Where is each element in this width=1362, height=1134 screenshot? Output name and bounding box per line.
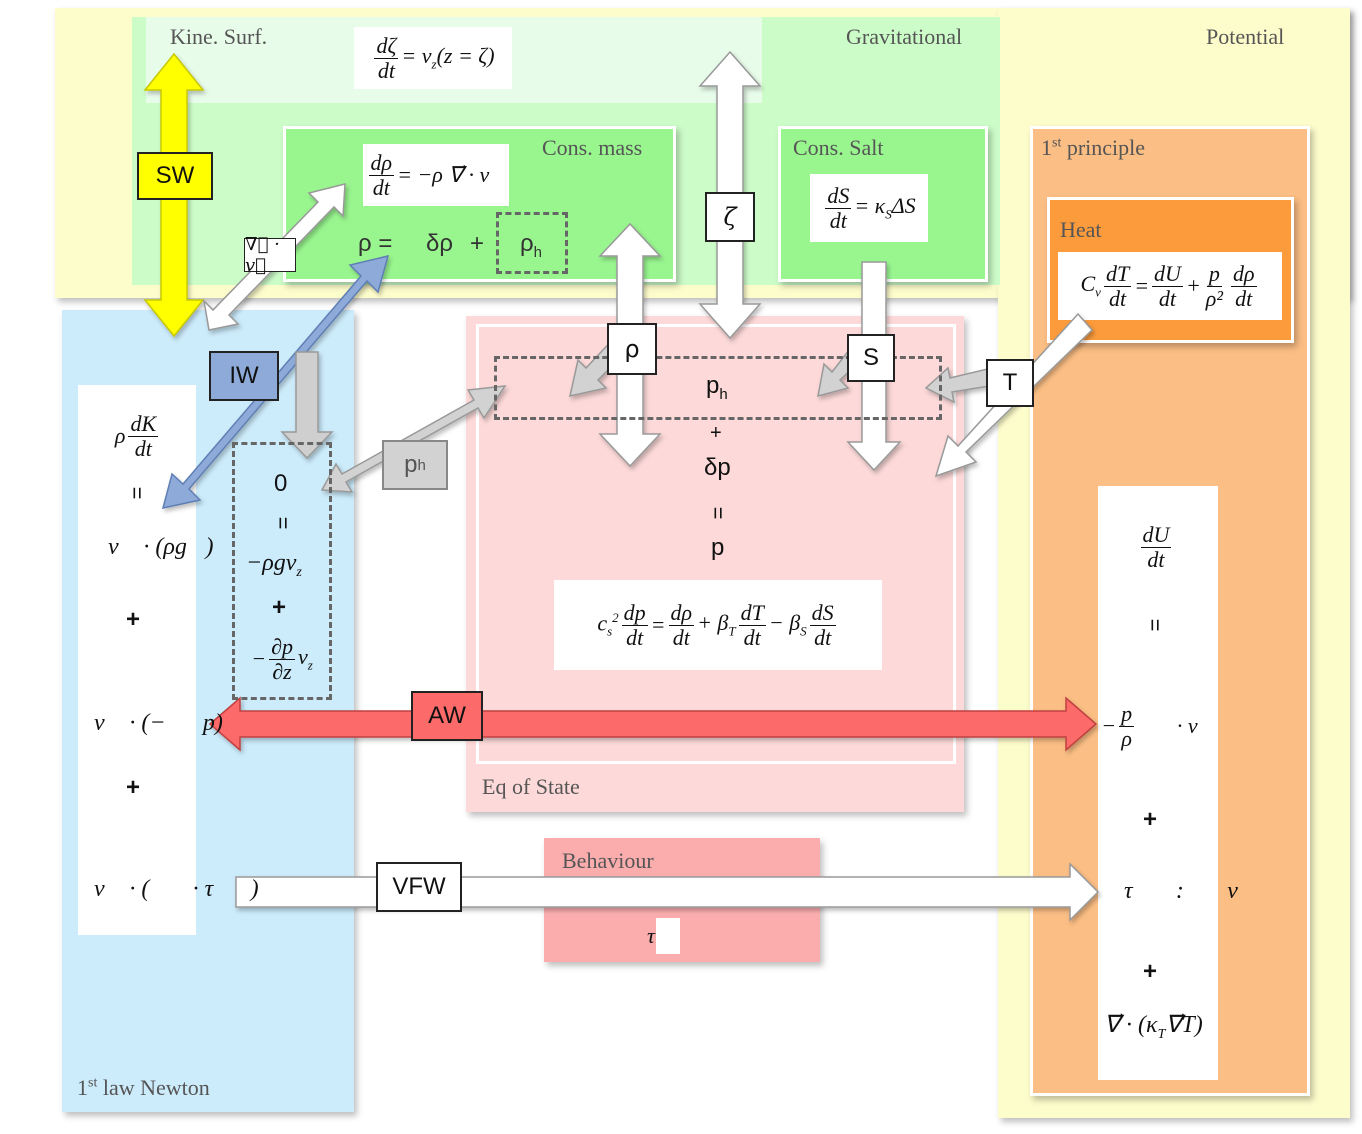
aw-arrow <box>208 696 1098 752</box>
delta-rho: δρ <box>426 230 454 257</box>
aw-tag: AW <box>411 691 483 741</box>
newton-plus-1: + <box>126 606 141 633</box>
state-inner-frame <box>476 324 956 764</box>
heat-label: Heat <box>1060 217 1102 242</box>
newton-equation-column <box>78 385 196 935</box>
s-tag: S <box>847 334 895 382</box>
iw-to-zero-arrow <box>280 351 334 460</box>
rho-g-vz: −ρgvz <box>246 550 302 580</box>
newton-label: 1st law Newton <box>77 1075 210 1100</box>
energy-plus-1: + <box>1143 806 1158 833</box>
zero-equals: = <box>270 516 296 530</box>
iw-tag: IW <box>209 351 279 401</box>
energy-equals: = <box>1142 618 1168 632</box>
state-p: p <box>711 534 725 561</box>
zero-column-dashed-box <box>232 442 332 700</box>
energy-equation-column <box>1098 486 1218 1080</box>
vfw-arrow <box>235 862 1100 922</box>
first-principle-label: 1st principle <box>1041 135 1146 160</box>
behaviour-label: Behaviour <box>562 848 654 873</box>
div-v-tag: ∇⃗ · v⃗ <box>244 234 296 276</box>
tau-grad-v: τ⃗⃗ : ∇⃗v⃗ <box>1124 878 1257 904</box>
rho-h: ρh <box>520 230 542 261</box>
v-grad-p: v⃗ · (−∇⃗p) <box>94 710 223 736</box>
newton-equals: = <box>124 486 150 500</box>
cons-mass-label: Cons. mass <box>542 135 643 160</box>
ph-dashed-box <box>494 356 942 420</box>
newton-plus-2: + <box>126 774 141 801</box>
eq-of-state-label: Eq of State <box>482 774 580 799</box>
state-equals: = <box>705 506 731 520</box>
rho-tag: ρ <box>607 323 657 375</box>
zero: 0 <box>274 470 288 497</box>
rho-h-dashed-box <box>496 212 568 274</box>
vfw-tag: VFW <box>376 862 462 912</box>
state-delta-p: δp <box>704 454 731 481</box>
v-rho-g: v⃗ · (ρg⃗) <box>108 534 214 560</box>
sw-tag: SW <box>137 152 213 200</box>
energy-plus-2: + <box>1143 958 1158 985</box>
zero-plus: + <box>272 594 287 621</box>
potential-label: Potential <box>1206 24 1285 49</box>
state-ph: ph <box>706 372 728 403</box>
cons-salt-label: Cons. Salt <box>793 135 884 160</box>
gravitational-label: Gravitational <box>846 24 963 49</box>
heat-flux: ∇⃗ · (κT∇⃗T) <box>1104 1012 1203 1042</box>
kine-surf-label: Kine. Surf. <box>170 24 268 49</box>
t-tag: T <box>986 359 1034 407</box>
mass-plus: + <box>470 230 485 257</box>
state-plus: + <box>710 422 722 444</box>
rho-equals: ρ = <box>358 230 393 257</box>
zeta-tag: ζ <box>705 192 755 242</box>
ph-arrow <box>320 385 507 493</box>
v-div-tau: v⃗ · (∇⃗ · τ⃗⃗) <box>94 876 259 902</box>
